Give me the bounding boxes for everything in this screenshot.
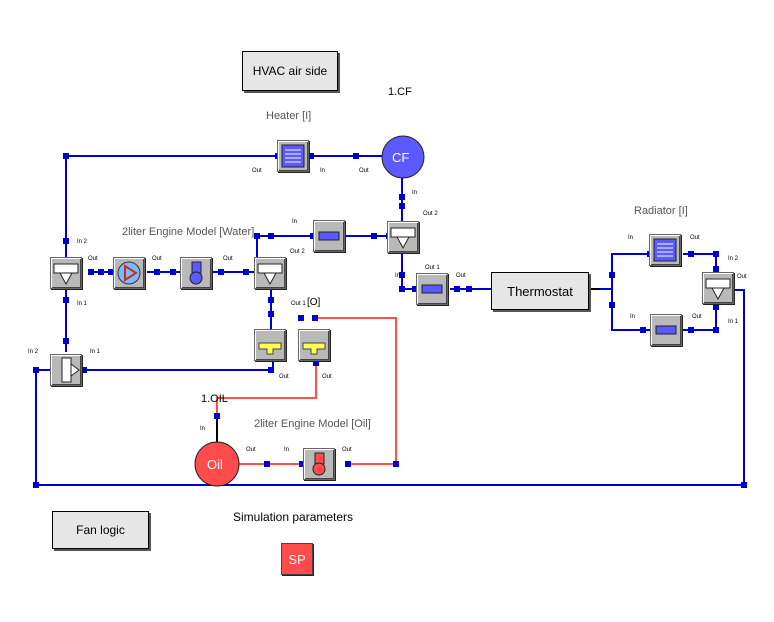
radiator-label: Radiator [I] bbox=[634, 205, 688, 217]
cf-node bbox=[381, 135, 425, 179]
port-label: In bbox=[292, 219, 298, 225]
port-label: In 1 bbox=[728, 319, 739, 325]
port-label: In 1 bbox=[77, 301, 88, 307]
sp-label: SP bbox=[288, 551, 306, 567]
oil-cooler-1[interactable] bbox=[254, 329, 286, 361]
valve-icon bbox=[61, 357, 80, 383]
splitter-valve-top[interactable] bbox=[387, 221, 419, 253]
sim-params-label: Simulation parameters bbox=[233, 510, 354, 524]
wire-return-loop bbox=[35, 289, 745, 486]
heat-exchanger-icon bbox=[653, 238, 677, 262]
heat-exchanger-icon bbox=[281, 144, 305, 168]
wire-hx2-oil bbox=[216, 362, 317, 418]
port-label: Out 2 bbox=[290, 249, 305, 255]
heater-component[interactable] bbox=[277, 140, 309, 172]
pump-icon bbox=[117, 261, 141, 285]
port-label: In 2 bbox=[77, 239, 88, 245]
oil-id-label-a: [O] bbox=[307, 297, 321, 308]
oil-cooler-icon bbox=[258, 342, 282, 355]
wire-sv-pipe bbox=[401, 254, 417, 290]
wire-radiator-sv bbox=[683, 253, 717, 272]
port-label: In bbox=[628, 235, 634, 241]
port-label: In 2 bbox=[728, 256, 739, 262]
port-label: In bbox=[200, 426, 206, 432]
heater-label: Heater [I] bbox=[266, 110, 312, 122]
engine-oil-label: 2liter Engine Model [Oil] bbox=[254, 418, 371, 430]
engine-water-label: 2liter Engine Model [Water] bbox=[122, 226, 255, 238]
port-label: In bbox=[395, 273, 401, 279]
oil-id-label-b: 1.OIL bbox=[201, 393, 228, 405]
port-label: Out bbox=[342, 447, 352, 453]
port-label: Out bbox=[152, 256, 162, 262]
port-label: Out bbox=[692, 314, 702, 320]
port-label: Out bbox=[279, 374, 289, 380]
port-label: In bbox=[630, 314, 636, 320]
engine-icon bbox=[189, 261, 203, 285]
port-label: Out bbox=[690, 235, 700, 241]
port-label: In bbox=[284, 447, 290, 453]
pipe-icon bbox=[655, 325, 677, 335]
port-label: In 2 bbox=[28, 349, 39, 355]
wire-heater-left bbox=[65, 155, 278, 270]
port-label: Out bbox=[322, 374, 332, 380]
wire-sv0-hx1 bbox=[81, 362, 274, 371]
port-label: In 1 bbox=[90, 349, 101, 355]
oil-node-label[interactable]: Oil bbox=[207, 457, 223, 472]
oil-cooler-icon bbox=[302, 342, 326, 355]
port-label: Out 1 bbox=[425, 265, 440, 271]
port-label: Out bbox=[456, 273, 466, 279]
wire-thermo-radiator bbox=[600, 253, 650, 290]
pump-component[interactable] bbox=[113, 257, 145, 289]
hvac-air-side-box[interactable]: HVAC air side bbox=[242, 51, 338, 91]
wire-oil-return bbox=[315, 317, 397, 465]
port-label: Out bbox=[246, 447, 256, 453]
oil-node bbox=[194, 441, 240, 487]
radiator-component[interactable] bbox=[649, 234, 681, 266]
valve-icon bbox=[53, 263, 79, 286]
cf-node-label[interactable]: CF bbox=[392, 150, 410, 165]
cf-id-label: 1.CF bbox=[388, 86, 412, 98]
port-label: Out 2 bbox=[423, 211, 438, 217]
engine-oil-component[interactable] bbox=[303, 448, 335, 480]
port-label: In bbox=[320, 168, 326, 174]
pipe-component[interactable] bbox=[416, 273, 448, 305]
engine-icon bbox=[312, 452, 326, 476]
valve-icon bbox=[705, 278, 731, 301]
port-label: Out bbox=[223, 256, 233, 262]
wire-thermo-bypass bbox=[611, 289, 650, 331]
splitter-valve-left[interactable] bbox=[50, 257, 82, 289]
port-label: Out bbox=[88, 256, 98, 262]
oil-cooler-2[interactable] bbox=[298, 329, 330, 361]
fan-logic-box[interactable]: Fan logic bbox=[52, 511, 149, 549]
valve-icon bbox=[257, 263, 283, 286]
sp-block[interactable]: SP bbox=[281, 543, 313, 575]
port-label: Out 1 bbox=[291, 301, 306, 307]
splitter-valve-mid[interactable] bbox=[254, 257, 286, 289]
bypass-pipe-component[interactable] bbox=[650, 314, 682, 346]
port-label: Out bbox=[359, 168, 369, 174]
splitter-valve-bottom[interactable] bbox=[50, 354, 82, 386]
valve-icon bbox=[390, 227, 416, 250]
port-markers bbox=[33, 153, 747, 488]
port-label: Out bbox=[252, 168, 262, 174]
port-label: In bbox=[412, 190, 418, 196]
port-label: Out bbox=[737, 274, 747, 280]
pipe-icon bbox=[318, 231, 340, 241]
engine-water-component[interactable] bbox=[180, 257, 212, 289]
splitter-valve-radiator[interactable] bbox=[702, 272, 734, 304]
small-pipe-component[interactable] bbox=[313, 220, 345, 252]
pipe-icon bbox=[421, 284, 443, 294]
thermostat-box[interactable]: Thermostat bbox=[491, 272, 589, 310]
